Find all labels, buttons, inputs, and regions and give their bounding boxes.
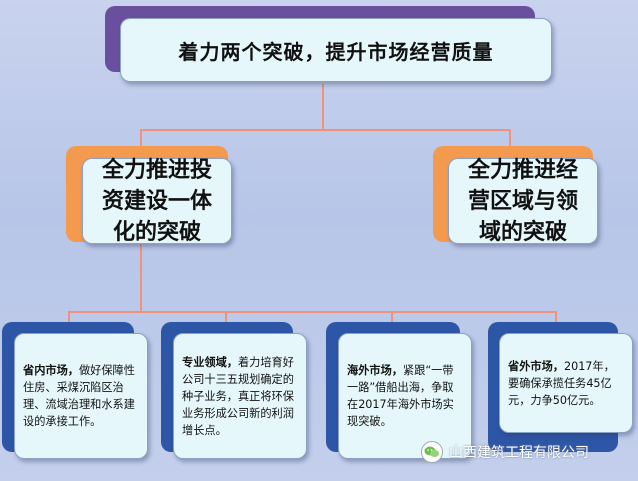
leaf-3-body: 紧跟“一带一路”借船出海，争取在2017年海外市场实现突破。 — [347, 364, 454, 428]
connector-branch-bar — [140, 129, 511, 131]
branch-node-left: 全力推进投 资建设一体 化的突破 — [82, 158, 232, 245]
leaf-2-title: 专业领域， — [182, 355, 238, 369]
branch-right-label: 全力推进经 营区域与领 域的突破 — [467, 157, 578, 245]
connector-leaf-bar — [68, 311, 556, 313]
leaf-node-3: 海外市场，紧跟“一带一路”借船出海，争取在2017年海外市场实现突破。 — [338, 333, 472, 459]
root-node: 着力两个突破，提升市场经营质量 — [120, 18, 552, 82]
connector-branch-left — [140, 129, 142, 155]
branch-left-label: 全力推进投 资建设一体 化的突破 — [101, 157, 212, 245]
leaf-4-body: 2017年，要确保承揽任务45亿元，力争50亿元。 — [508, 359, 615, 407]
connector-leaf-1 — [68, 311, 70, 325]
branch-node-right: 全力推进经 营区域与领 域的突破 — [448, 158, 598, 245]
leaf-node-1: 省内市场，做好保障性住房、采煤沉陷区治理、流域治理和水系建设的承接工作。 — [14, 333, 148, 459]
connector-branch-right — [509, 129, 511, 155]
connector-root-down — [322, 84, 324, 130]
connector-leaf-3 — [391, 311, 393, 325]
leaf-4-title: 省外市场， — [508, 359, 564, 373]
watermark: 山西建筑工程有限公司 — [421, 438, 636, 466]
watermark-text: 山西建筑工程有限公司 — [449, 445, 589, 461]
leaf-1-title: 省内市场， — [23, 364, 79, 377]
leaf-3-title: 海外市场， — [347, 364, 403, 377]
connector-left-down — [140, 244, 142, 312]
root-title: 着力两个突破，提升市场经营质量 — [178, 39, 494, 64]
wechat-glyph — [424, 446, 439, 458]
leaf-2-body: 着力培育好公司十三五规划确定的种子业务，真正将环保业务形成公司新的利润增长点。 — [182, 355, 294, 437]
leaf-node-2: 专业领域，着力培育好公司十三五规划确定的种子业务，真正将环保业务形成公司新的利润… — [173, 333, 307, 459]
connector-leaf-4 — [555, 311, 557, 325]
leaf-node-4: 省外市场，2017年，要确保承揽任务45亿元，力争50亿元。 — [499, 333, 633, 433]
connector-leaf-2 — [225, 311, 227, 325]
leaf-1-body: 做好保障性住房、采煤沉陷区治理、流域治理和水系建设的承接工作。 — [23, 364, 135, 428]
wechat-icon — [421, 441, 443, 463]
